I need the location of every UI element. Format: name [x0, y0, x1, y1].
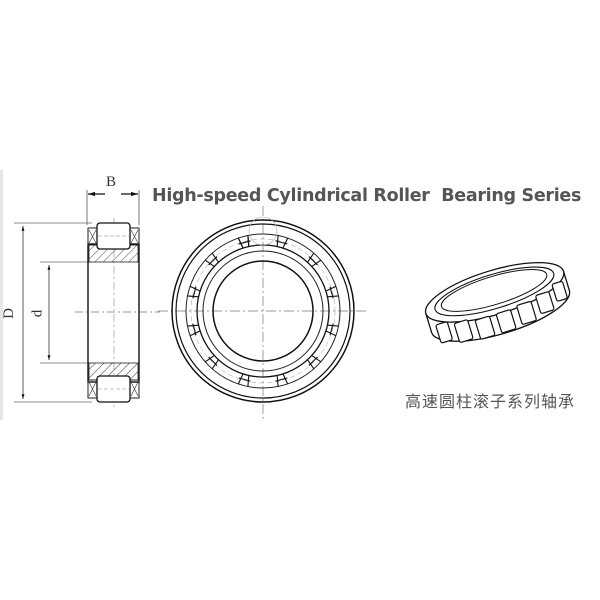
- left-edge-strip: [0, 170, 3, 420]
- outer-diameter-dimension: [14, 222, 92, 403]
- page-title: High-speed Cylindrical Roller Bearing Se…: [152, 186, 582, 206]
- width-dimension: [86, 190, 140, 225]
- chinese-caption: 高速圆柱滚子系列轴承: [405, 392, 576, 411]
- inner-diameter-dimension: [40, 261, 92, 364]
- dimension-label-width: B: [106, 174, 117, 190]
